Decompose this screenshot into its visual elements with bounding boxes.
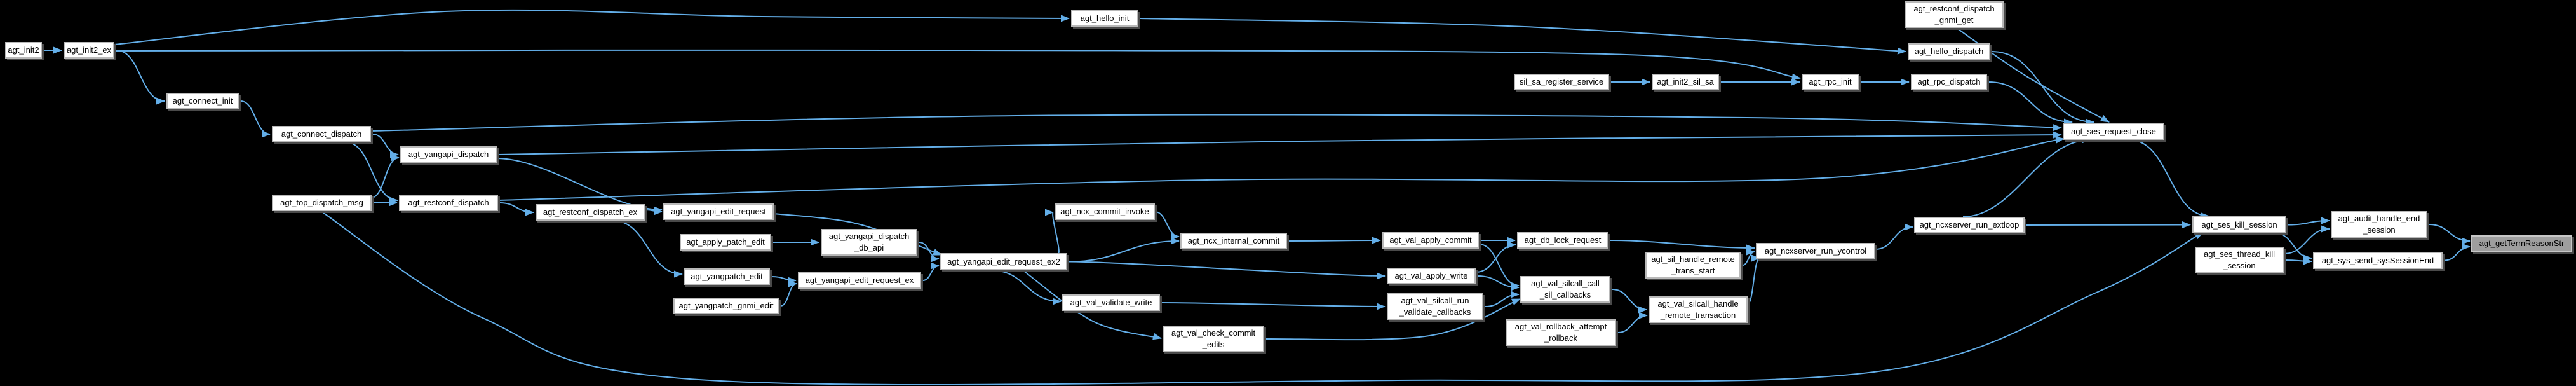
graph-edge-agt_ncx_internal_commit-to-agt_val_apply_commit xyxy=(1288,237,1381,244)
graph-edge-agt_ncx_commit_invoke-to-agt_ncx_internal_commit xyxy=(1154,211,1180,240)
graph-node-agt_val_silcall_call_sil_callbacks[interactable]: agt_val_silcall_call _sil_callbacks xyxy=(1520,276,1610,303)
graph-edge-agt_restconf_dispatch_ex-to-agt_yangpatch_edit xyxy=(612,220,683,278)
graph-edge-agt_sil_handle_remote_trans_start-to-agt_ncxserver_run_ycontrol xyxy=(1742,248,1755,266)
graph-node-agt_restconf_dispatch[interactable]: agt_restconf_dispatch xyxy=(399,195,498,211)
graph-node-sil_sa_register_service[interactable]: sil_sa_register_service xyxy=(1514,74,1609,90)
graph-edge-agt_hello_dispatch-to-agt_ses_request_close xyxy=(1991,51,2094,126)
graph-edge-agt_init2_ex-to-agt_connect_init xyxy=(116,50,165,105)
graph-node-agt_getTermReasonStr[interactable]: agt_getTermReasonStr xyxy=(2471,235,2572,252)
graph-node-agt_hello_init[interactable]: agt_hello_init xyxy=(1071,10,1138,27)
graph-edge-agt_val_apply_write-to-agt_val_silcall_call_sil_callbacks xyxy=(1477,275,1520,291)
graph-node-agt_apply_patch_edit[interactable]: agt_apply_patch_edit xyxy=(680,234,771,251)
graph-edge-agt_val_check_commit_edits-to-agt_val_silcall_call_sil_callbacks xyxy=(1265,298,1521,341)
graph-edge-agt_yangapi_edit_request_ex2-to-agt_val_apply_write xyxy=(1069,261,1386,280)
graph-edge-agt_connect_dispatch-to-agt_restconf_dispatch xyxy=(346,142,398,204)
graph-edge-agt_sys_send_sysSessionEnd-to-agt_getTermReasonStr xyxy=(2444,243,2471,261)
graph-node-agt_init2_sil_sa[interactable]: agt_init2_sil_sa xyxy=(1652,74,1719,90)
graph-node-agt_yangpatch_gnmi_edit[interactable]: agt_yangpatch_gnmi_edit xyxy=(673,298,779,314)
graph-node-agt_yangapi_edit_request_ex2[interactable]: agt_yangapi_edit_request_ex2 xyxy=(940,253,1067,270)
graph-edge-agt_yangapi_edit_request_ex2-to-agt_val_check_commit_edits xyxy=(1022,270,1162,340)
graph-edge-agt_ses_kill_session-to-agt_sys_send_sysSessionEnd xyxy=(2275,233,2312,262)
graph-edge-agt_ses_thread_kill_session-to-agt_audit_handle_end_session xyxy=(2283,225,2330,254)
graph-node-agt_val_rollback_attempt_rollback[interactable]: agt_val_rollback_attempt _rollback xyxy=(1506,319,1616,346)
graph-node-agt_restconf_dispatch_gnmi_get[interactable]: agt_restconf_dispatch _gnmi_get xyxy=(1905,1,2004,28)
graph-edge-agt_restconf_dispatch_ex-to-agt_yangapi_edit_request xyxy=(644,208,663,216)
graph-edge-agt_connect_dispatch-to-agt_ses_request_close xyxy=(370,114,2062,132)
graph-node-agt_rpc_dispatch[interactable]: agt_rpc_dispatch xyxy=(1911,74,1987,90)
graph-node-agt_val_apply_write[interactable]: agt_val_apply_write xyxy=(1387,268,1476,284)
graph-edge-agt_val_silcall_call_sil_callbacks-to-agt_val_silcall_handle_remote_transaction xyxy=(1612,289,1647,314)
graph-edge-agt_audit_handle_end_session-to-agt_getTermReasonStr xyxy=(2429,224,2471,245)
graph-node-agt_connect_init[interactable]: agt_connect_init xyxy=(166,93,239,109)
graph-edge-agt_restconf_dispatch_gnmi_get-to-agt_ses_request_close xyxy=(1956,27,2110,123)
graph-node-agt_yangapi_edit_request_ex[interactable]: agt_yangapi_edit_request_ex xyxy=(798,272,921,289)
graph-edge-agt_ncxserver_run_extloop-to-agt_ses_request_close xyxy=(1962,136,2091,217)
graph-edge-agt_init2_ex-to-agt_rpc_init xyxy=(114,49,1801,81)
graph-node-agt_val_check_commit_edits[interactable]: agt_val_check_commit _edits xyxy=(1163,326,1264,352)
graph-edge-agt_yangapi_edit_request_ex2-to-agt_ncx_commit_invoke xyxy=(1044,209,1060,254)
graph-edge-agt_yangpatch_gnmi_edit-to-agt_yangapi_edit_request_ex xyxy=(780,280,797,307)
graph-edge-agt_init2_ex-to-agt_hello_init xyxy=(114,9,1070,45)
graph-node-agt_yangapi_dispatch_db_api[interactable]: agt_yangapi_dispatch _db_api xyxy=(821,229,917,256)
graph-edge-agt_restconf_dispatch-to-agt_ses_request_close xyxy=(497,136,2065,201)
graph-edge-agt_ses_kill_session-to-agt_audit_handle_end_session xyxy=(2288,217,2330,226)
graph-edge-agt_val_apply_commit-to-agt_val_silcall_call_sil_callbacks xyxy=(1478,244,1520,289)
graph-node-agt_val_silcall_handle_remote_transaction[interactable]: agt_val_silcall_handle _remote_transacti… xyxy=(1649,296,1748,323)
graph-edge-agt_val_validate_write-to-agt_val_silcall_run_validate_callbacks xyxy=(1161,302,1386,310)
graph-edge-agt_restconf_dispatch-to-agt_restconf_dispatch_ex xyxy=(499,202,534,216)
graph-edge-agt_db_lock_request-to-agt_ncxserver_run_ycontrol xyxy=(1610,240,1755,252)
graph-node-agt_ses_thread_kill_session[interactable]: agt_ses_thread_kill _session xyxy=(2195,247,2284,273)
graph-node-agt_yangapi_dispatch[interactable]: agt_yangapi_dispatch xyxy=(400,146,497,163)
graph-node-agt_val_validate_write[interactable]: agt_val_validate_write xyxy=(1062,294,1160,311)
graph-edge-agt_yangapi_edit_request_ex2-to-agt_ncx_internal_commit xyxy=(1069,237,1180,263)
graph-edge-agt_yangapi_dispatch-to-agt_yangapi_edit_request xyxy=(496,158,663,214)
graph-edge-agt_val_silcall_run_validate_callbacks-to-agt_val_silcall_call_sil_callbacks xyxy=(1485,291,1520,307)
graph-node-agt_ncxserver_run_extloop[interactable]: agt_ncxserver_run_extloop xyxy=(1914,217,2025,233)
graph-edge-agt_val_apply_write-to-agt_db_lock_request xyxy=(1475,241,1516,273)
graph-edge-agt_connect_init-to-agt_connect_dispatch xyxy=(240,100,271,138)
graph-node-agt_audit_handle_end_session[interactable]: agt_audit_handle_end _session xyxy=(2331,211,2427,238)
graph-edge-agt_top_dispatch_msg-to-agt_yangapi_dispatch xyxy=(370,154,400,198)
graph-node-agt_init2[interactable]: agt_init2 xyxy=(5,42,42,59)
graph-node-agt_init2_ex[interactable]: agt_init2_ex xyxy=(64,42,114,59)
graph-node-agt_rpc_init[interactable]: agt_rpc_init xyxy=(1802,74,1859,90)
graph-edge-agt_ncxserver_run_ycontrol-to-agt_ncxserver_run_extloop xyxy=(1875,223,1913,250)
graph-edge-agt_connect_dispatch-to-agt_yangapi_dispatch xyxy=(372,134,399,158)
graph-edge-agt_val_rollback_attempt_rollback-to-agt_val_silcall_handle_remote_transaction xyxy=(1617,312,1648,333)
graph-node-agt_connect_dispatch[interactable]: agt_connect_dispatch xyxy=(272,126,371,142)
graph-edge-agt_yangapi_edit_request_ex-to-agt_yangapi_edit_request_ex2 xyxy=(922,262,940,281)
graph-node-agt_ncx_commit_invoke[interactable]: agt_ncx_commit_invoke xyxy=(1055,203,1155,220)
graph-node-agt_db_lock_request[interactable]: agt_db_lock_request xyxy=(1517,232,1608,249)
graph-node-agt_val_silcall_run_validate_callbacks[interactable]: agt_val_silcall_run _validate_callbacks xyxy=(1387,293,1483,320)
graph-edge-agt_val_silcall_handle_remote_transaction-to-agt_ncxserver_run_ycontrol xyxy=(1747,254,1760,305)
graph-node-agt_hello_dispatch[interactable]: agt_hello_dispatch xyxy=(1908,43,1990,60)
graph-edge-agt_yangapi_edit_request-to-agt_yangapi_edit_request_ex2 xyxy=(773,213,942,256)
graph-edge-agt_ses_thread_kill_session-to-agt_sys_send_sysSessionEnd xyxy=(2285,258,2312,265)
graph-node-agt_ncx_internal_commit[interactable]: agt_ncx_internal_commit xyxy=(1180,233,1287,249)
graph-edge-agt_hello_init-to-agt_hello_dispatch xyxy=(1140,18,1906,55)
graph-node-agt_sys_send_sysSessionEnd[interactable]: agt_sys_send_sysSessionEnd xyxy=(2313,252,2443,269)
graph-edge-agt_yangapi_dispatch-to-agt_ses_request_close xyxy=(498,131,2062,155)
graph-edge-agt_yangapi_edit_request_ex2-to-agt_val_validate_write xyxy=(990,270,1062,305)
graph-node-agt_yangpatch_edit[interactable]: agt_yangpatch_edit xyxy=(684,268,770,285)
graph-node-agt_ses_kill_session[interactable]: agt_ses_kill_session xyxy=(2192,216,2286,233)
graph-node-agt_sil_handle_remote_trans_start[interactable]: agt_sil_handle_remote _trans_start xyxy=(1645,252,1741,279)
graph-edge-agt_ncxserver_run_extloop-to-agt_ses_kill_session xyxy=(2026,221,2191,229)
graph-edge-agt_yangpatch_edit-to-agt_yangapi_edit_request_ex xyxy=(771,276,797,284)
graph-edge-agt_top_dispatch_msg-to-agt_ses_kill_session xyxy=(320,210,2204,386)
graph-node-agt_val_apply_commit[interactable]: agt_val_apply_commit xyxy=(1382,232,1479,249)
graph-node-agt_ncxserver_run_ycontrol[interactable]: agt_ncxserver_run_ycontrol xyxy=(1756,243,1875,259)
graph-node-agt_ses_request_close[interactable]: agt_ses_request_close xyxy=(2063,123,2164,140)
graph-edge-agt_ses_request_close-to-agt_ses_kill_session xyxy=(2129,139,2210,220)
graph-edge-agt_rpc_dispatch-to-agt_ses_request_close xyxy=(1988,81,2073,126)
graph-node-agt_restconf_dispatch_ex[interactable]: agt_restconf_dispatch_ex xyxy=(536,204,645,221)
graph-node-agt_top_dispatch_msg[interactable]: agt_top_dispatch_msg xyxy=(272,195,372,211)
graph-node-agt_yangapi_edit_request[interactable]: agt_yangapi_edit_request xyxy=(663,203,774,220)
